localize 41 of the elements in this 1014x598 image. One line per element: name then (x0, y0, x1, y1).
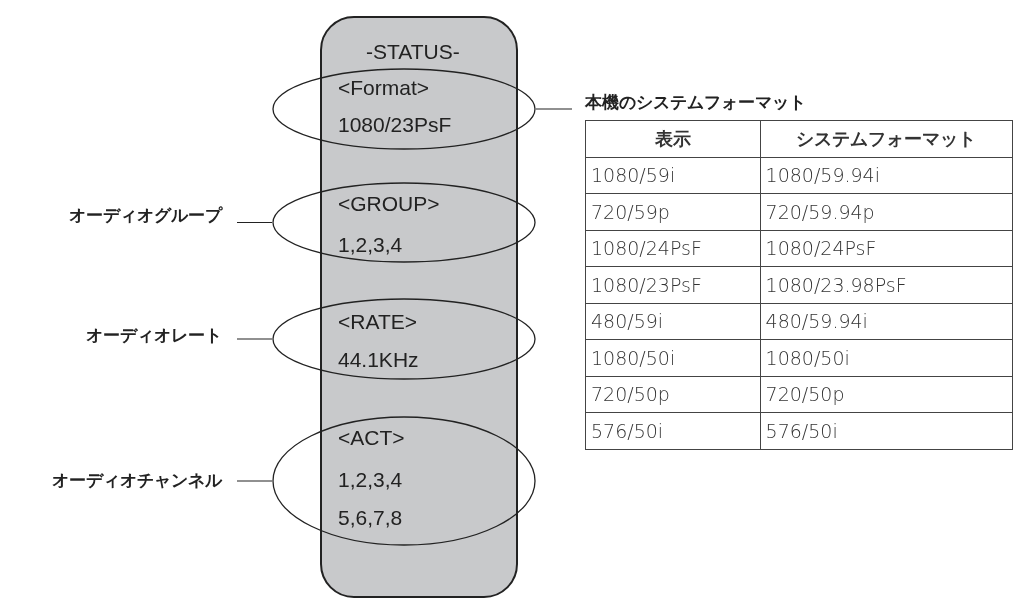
table-cell: 1080/50i (760, 339, 1013, 376)
callout-ellipse (272, 182, 536, 263)
table-header-cell: 表示 (585, 120, 761, 157)
status-text: 5,6,7,8 (338, 506, 403, 530)
table-cell: 720/50p (760, 376, 1013, 413)
table-cell: 720/59.94p (760, 193, 1013, 230)
table-header-cell: システムフォーマット (760, 120, 1013, 157)
status-text: 1,2,3,4 (338, 233, 403, 257)
leader-line (236, 221, 273, 224)
table-cell: 480/59.94i (760, 303, 1013, 340)
callout-label: オーディオグループ (20, 203, 237, 227)
table-cell: 576/50i (585, 412, 761, 449)
leader-line (236, 338, 273, 340)
table-cell: 720/50p (585, 376, 761, 413)
table-cell: 1080/59i (585, 157, 761, 194)
status-text: <Format> (338, 76, 430, 100)
callout-label: オーディオチャンネル (0, 468, 237, 492)
table-cell: 1080/23.98PsF (760, 266, 1013, 303)
table-cell: 1080/59.94i (760, 157, 1013, 194)
status-text: <ACT> (338, 426, 405, 450)
table-cell: 480/59i (585, 303, 761, 340)
status-text: <GROUP> (338, 192, 440, 216)
callout-ellipse (272, 298, 536, 380)
status-text: 1080/23PsF (338, 113, 452, 137)
leader-line (236, 480, 273, 482)
table-cell: 720/59p (585, 193, 761, 230)
callout-label: オーディオレート (20, 323, 237, 347)
table-cell: 1080/24PsF (760, 230, 1013, 267)
table-cell: 1080/24PsF (585, 230, 761, 267)
status-text: 44.1KHz (338, 348, 419, 372)
status-text: 1,2,3,4 (338, 468, 403, 492)
callout-ellipse (272, 416, 536, 546)
callout-ellipse (272, 68, 536, 150)
table-cell: 1080/23PsF (585, 266, 761, 303)
status-panel (320, 16, 518, 598)
table-cell: 576/50i (760, 412, 1013, 449)
table-title: 本機のシステムフォーマット (572, 90, 822, 114)
status-text: <RATE> (338, 310, 417, 334)
table-cell: 1080/50i (585, 339, 761, 376)
panel-heading: -STATUS- (366, 40, 460, 64)
leader-line (535, 108, 573, 110)
